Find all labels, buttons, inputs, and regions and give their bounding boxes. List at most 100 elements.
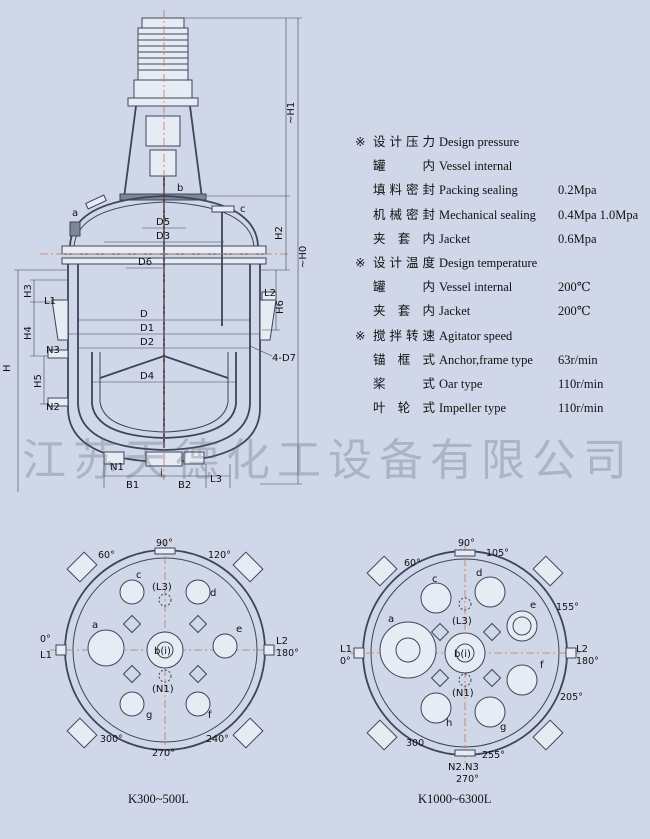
label-H0: ~H0	[298, 246, 309, 268]
right-lug-sw	[366, 719, 398, 751]
spec-zh: 锚框式	[373, 352, 435, 367]
right-angle-60: 60°	[404, 558, 421, 569]
support-lug-right	[259, 299, 277, 341]
left-nozzle-g	[119, 691, 145, 717]
left-nozzle-top	[154, 547, 176, 555]
right-nozzle-b	[444, 632, 486, 674]
left-angle-90: 90°	[156, 538, 173, 549]
motor-body	[137, 27, 189, 81]
left-label-a: a	[92, 620, 98, 631]
right-lug-nw	[366, 555, 398, 587]
spec-val: 110r/min	[558, 376, 604, 391]
right-angle-270: 270°	[456, 774, 479, 785]
label-D4: D4	[140, 371, 154, 382]
right-angle-300: 300	[406, 738, 424, 749]
label-H: H	[2, 364, 13, 372]
spec-en: Jacket	[439, 304, 471, 319]
label-D5: D5	[156, 217, 170, 228]
label-H5: H5	[33, 374, 44, 388]
spec-en: Agitator speed	[439, 328, 513, 343]
label-D1: D1	[140, 323, 154, 334]
right-nozzle-d	[474, 576, 506, 608]
right-label-e: e	[530, 600, 536, 611]
left-label-L2: L2	[276, 636, 288, 647]
motor-top-cap	[141, 17, 185, 29]
right-label-L2: L2	[576, 644, 588, 655]
spec-val: 0.2Mpa	[558, 183, 597, 198]
left-nozzle-a	[87, 629, 125, 667]
right-nozzle-L2	[565, 647, 577, 659]
spec-val: 110r/min	[558, 401, 604, 416]
support-frame	[123, 105, 203, 199]
left-label-f: f	[208, 710, 212, 721]
left-angle-120: 120°	[208, 550, 231, 561]
label-D7: 4-D7	[272, 353, 296, 364]
spec-zh: 罐 内	[373, 280, 435, 295]
gearbox-flange	[127, 97, 199, 107]
right-manhole-a	[379, 621, 437, 679]
spec-en: Oar type	[439, 376, 483, 391]
right-label-g: g	[500, 722, 506, 733]
label-L1-elev: L1	[44, 296, 56, 307]
nozzle-c-flange	[211, 205, 235, 213]
right-label-L1: L1	[340, 644, 352, 655]
right-nozzle-N1	[458, 673, 472, 687]
spec-zh: 设计温度	[373, 255, 435, 270]
label-N3: N3	[46, 345, 60, 356]
left-lug-nw	[66, 551, 98, 583]
spec-zh: 填料密封	[373, 183, 435, 198]
spec-mark: ※	[355, 328, 366, 343]
right-label-f: f	[540, 660, 544, 671]
label-N2: N2	[46, 402, 60, 413]
right-angle-105: 105°	[486, 548, 509, 559]
left-lug-sw	[66, 717, 98, 749]
vessel-shell	[77, 264, 251, 451]
spec-en: Anchor,frame type	[439, 352, 533, 367]
nozzle-N3	[47, 349, 69, 359]
left-label-d: d	[210, 588, 216, 599]
label-L2-elev: L2	[264, 288, 276, 299]
spec-en: Design pressure	[439, 135, 520, 149]
spec-en: Mechanical sealing	[439, 207, 536, 222]
height-dimensions-right	[184, 17, 302, 485]
spec-en: Vessel internal	[439, 159, 513, 174]
support-lug-left	[51, 299, 69, 341]
right-angle-205: 205°	[560, 692, 583, 703]
spec-zh: 桨 式	[373, 376, 435, 391]
left-angle-300: 300°	[100, 734, 123, 745]
label-D3: D3	[156, 231, 170, 242]
left-nozzle-c	[119, 579, 145, 605]
right-lug-ne	[532, 555, 564, 587]
spec-val: 200℃	[558, 280, 591, 295]
nozzle-N2	[47, 397, 69, 407]
right-label-N2N3: N2.N3	[448, 762, 479, 773]
right-label-N1: (N1)	[452, 688, 474, 699]
spec-mark: ※	[355, 135, 366, 149]
spec-val: 200℃	[558, 304, 591, 319]
left-nozzle-L2	[263, 644, 275, 656]
right-label-d: d	[476, 568, 482, 579]
spec-zh: 设计压力	[373, 135, 435, 149]
left-label-L1: L1	[40, 650, 52, 661]
right-label-h: h	[446, 718, 452, 729]
left-nozzle-L3	[158, 593, 172, 607]
label-b: b	[177, 183, 183, 194]
left-nozzle-f	[185, 691, 211, 717]
spec-zh: 夹套内	[373, 231, 435, 246]
bottom-dimensions	[103, 464, 231, 488]
right-angle-155: 155°	[556, 602, 579, 613]
left-label-N1: (N1)	[152, 684, 174, 695]
left-plan-caption: K300~500L	[128, 792, 189, 806]
label-H1: ~H1	[286, 102, 297, 124]
right-nozzle-c	[420, 582, 452, 614]
right-nozzle-e	[506, 610, 538, 642]
